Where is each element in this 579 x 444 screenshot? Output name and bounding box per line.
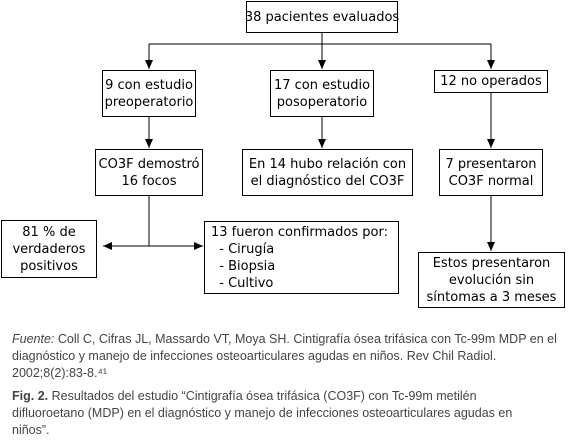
node-line: 17 con estudio bbox=[273, 77, 371, 93]
node-line: CO3F normal bbox=[448, 173, 534, 189]
node-line: evolución sin bbox=[448, 272, 535, 288]
root-node: 38 pacientes evaluados bbox=[244, 1, 400, 33]
node-line: CO3F demostró bbox=[98, 156, 200, 172]
source-text: 2002;8(2):83-8.⁴¹ bbox=[12, 366, 108, 380]
node-relacion-diagnostico: En 14 hubo relación con el diagnóstico d… bbox=[242, 149, 413, 196]
figure-text: Resultados del estudio “Cintigrafía ósea… bbox=[51, 389, 477, 403]
node-line: positivos bbox=[20, 258, 78, 274]
node-line: síntomas a 3 meses bbox=[426, 289, 557, 305]
connector-lines bbox=[103, 33, 495, 251]
node-line: - Cultivo bbox=[211, 275, 274, 291]
node-no-operados: 12 no operados bbox=[434, 70, 548, 93]
node-line: 9 con estudio bbox=[105, 77, 193, 93]
node-line: verdaderos bbox=[12, 241, 86, 257]
node-line: 16 focos bbox=[121, 173, 177, 189]
node-line: - Cirugía bbox=[211, 241, 275, 257]
node-line: el diagnóstico del CO3F bbox=[250, 173, 405, 189]
node-line: 7 presentaron bbox=[445, 156, 537, 172]
figure-caption: Fig. 2. Resultados del estudio “Cintigra… bbox=[12, 388, 574, 439]
source-caption: Fuente: Coll C, Cifras JL, Massardo VT, … bbox=[12, 331, 574, 382]
node-line: 13 fueron confirmados por: bbox=[211, 224, 388, 240]
node-confirmados: 13 fueron confirmados por: - Cirugía - B… bbox=[204, 221, 399, 294]
node-line: Estos presentaron bbox=[432, 255, 551, 271]
node-line: posoperatorio bbox=[276, 94, 368, 110]
node-line: En 14 hubo relación con bbox=[248, 156, 407, 172]
node-preoperatorio: 9 con estudio preoperatorio bbox=[102, 70, 196, 117]
figure-text: niños”. bbox=[12, 423, 50, 437]
source-label: Fuente: bbox=[12, 332, 55, 346]
source-text: Coll C, Cifras JL, Massardo VT, Moya SH.… bbox=[57, 332, 557, 346]
node-co3f-normal: 7 presentaron CO3F normal bbox=[439, 149, 543, 196]
figure-label: Fig. 2. bbox=[12, 389, 49, 403]
source-text: diagnóstico y manejo de infecciones oste… bbox=[12, 349, 497, 363]
node-line: 81 % de bbox=[22, 224, 76, 240]
root-node-label: 38 pacientes evaluados bbox=[244, 9, 400, 25]
node-posoperatorio: 17 con estudio posoperatorio bbox=[270, 70, 374, 117]
node-line: preoperatorio bbox=[104, 94, 194, 110]
figure-text: difluoroetano (MDP) en el diagnóstico y … bbox=[12, 406, 513, 420]
node-verdaderos-positivos: 81 % de verdaderos positivos bbox=[1, 220, 97, 278]
node-line: 12 no operados bbox=[440, 74, 542, 89]
node-line: - Biopsia bbox=[211, 258, 276, 274]
node-evolucion: Estos presentaron evolución sin síntomas… bbox=[418, 252, 565, 308]
node-co3f-focos: CO3F demostró 16 focos bbox=[95, 149, 203, 196]
